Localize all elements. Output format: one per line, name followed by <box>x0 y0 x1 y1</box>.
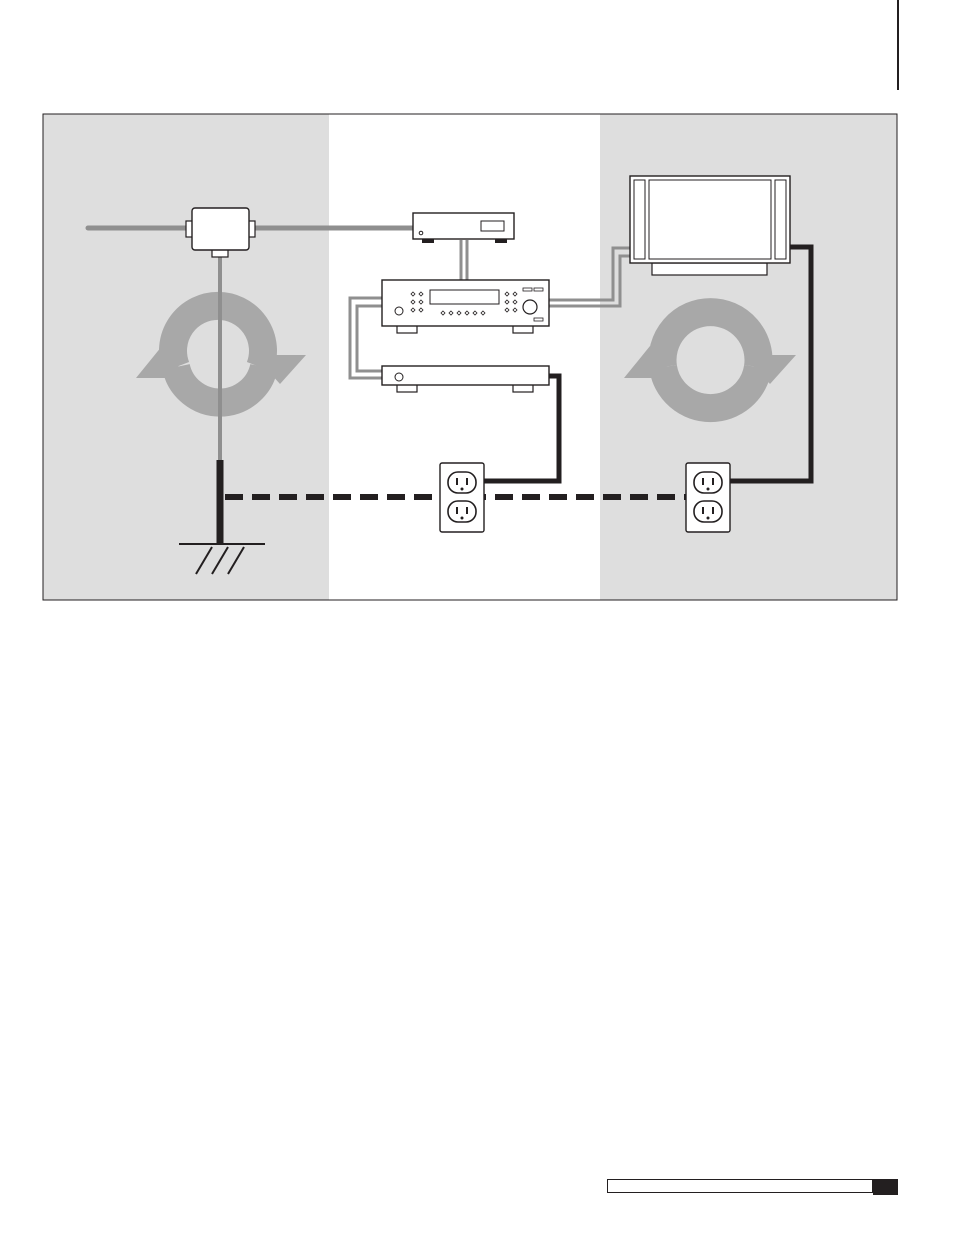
wall-outlet-icon <box>440 463 484 532</box>
cable-splitter-icon <box>186 208 255 257</box>
av-receiver-icon <box>382 280 549 333</box>
footer-page-tab <box>873 1179 898 1195</box>
television-icon <box>630 176 790 275</box>
wall-outlet-icon <box>686 463 730 532</box>
footer-bar <box>607 1179 873 1193</box>
